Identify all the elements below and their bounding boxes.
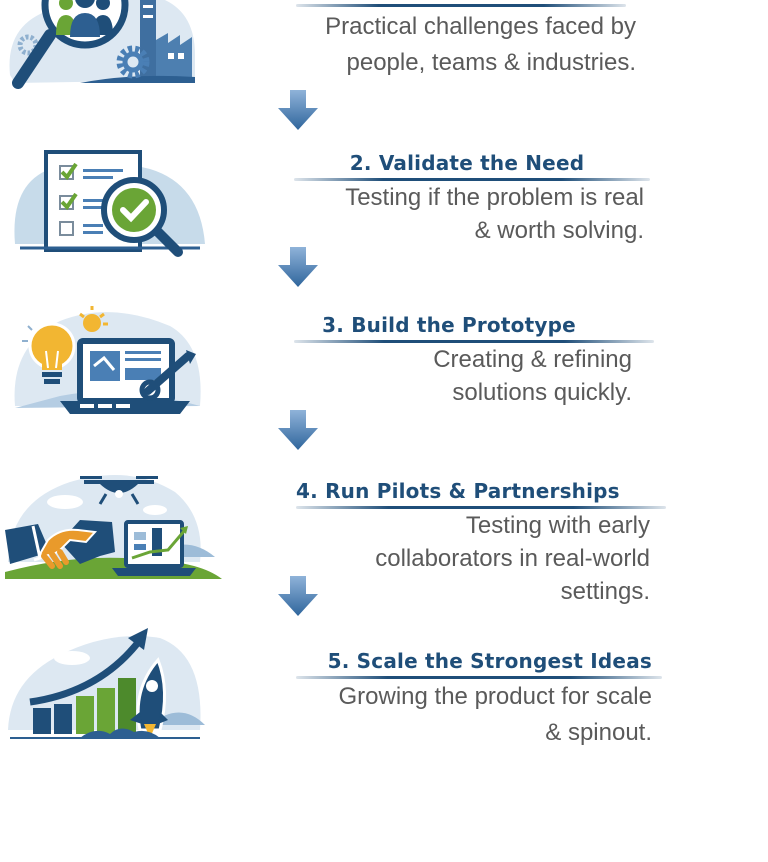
- step-3-description: Creating & refining solutions quickly.: [294, 343, 654, 409]
- step-2-heading: 2. Validate the Need: [349, 151, 585, 175]
- description-line: collaborators in real-world: [375, 545, 650, 572]
- heading-underline: [296, 676, 662, 679]
- step-4-text: 4. Run Pilots & Partnerships Testing wit…: [296, 478, 666, 608]
- heading-underline: [294, 340, 654, 343]
- description-line: solutions quickly.: [452, 379, 632, 406]
- description-line: Testing if the problem is real: [345, 184, 644, 211]
- description-line: Creating & refining: [433, 346, 632, 373]
- step-1-text: Practical challenges faced by people, te…: [296, 0, 636, 79]
- step-3-heading: 3. Build the Prototype: [322, 313, 576, 337]
- description-line: & spinout.: [545, 719, 652, 746]
- down-arrow-icon: [276, 245, 320, 289]
- description-line: & worth solving.: [474, 217, 644, 244]
- magnifier-people-factory-icon: [0, 0, 230, 95]
- description-line: Growing the product for scale: [338, 683, 653, 710]
- description-line: settings.: [560, 578, 650, 605]
- heading-underline: [296, 4, 626, 7]
- checklist-magnifier-icon: [0, 144, 230, 274]
- description-line: people, teams & industries.: [346, 49, 637, 76]
- step-4-description: Testing with early collaborators in real…: [296, 509, 666, 608]
- step-2-text: 2. Validate the Need Testing if the prob…: [294, 150, 650, 247]
- step-5-description: Growing the product for scale & spinout.: [296, 679, 662, 751]
- down-arrow-icon: [276, 408, 320, 452]
- step-5-heading: 5. Scale the Strongest Ideas: [327, 649, 652, 673]
- step-2-description: Testing if the problem is real & worth s…: [294, 181, 650, 247]
- step-4-heading: 4. Run Pilots & Partnerships: [296, 479, 620, 503]
- down-arrow-icon: [276, 574, 320, 618]
- lightbulb-laptop-wrench-icon: [0, 296, 230, 426]
- description-line: Practical challenges faced by: [325, 13, 636, 40]
- description-line: Testing with early: [465, 512, 650, 539]
- step-3-text: 3. Build the Prototype Creating & refini…: [294, 312, 654, 409]
- growth-chart-rocket-icon: [0, 620, 230, 750]
- heading-underline: [296, 506, 666, 509]
- handshake-drone-laptop-icon: [0, 462, 230, 592]
- step-5-text: 5. Scale the Strongest Ideas Growing the…: [296, 648, 662, 751]
- down-arrow-icon: [276, 88, 320, 132]
- step-1-description: Practical challenges faced by people, te…: [296, 10, 636, 79]
- heading-underline: [294, 178, 650, 181]
